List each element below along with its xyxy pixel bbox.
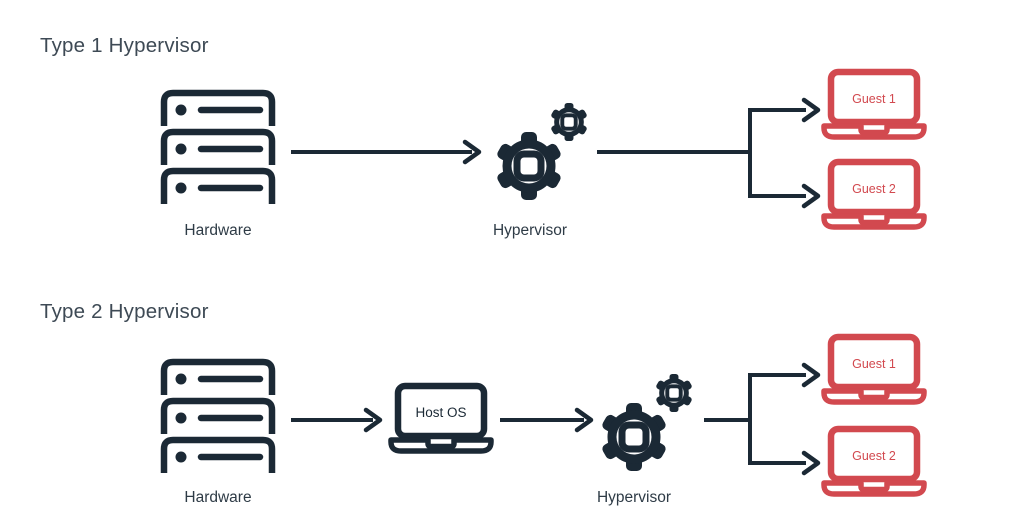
- hypervisor-label: Hypervisor: [597, 489, 671, 506]
- hypervisor-gears-icon: [601, 374, 693, 471]
- arrow-hostos-to-hypervisor: [500, 410, 591, 430]
- branch-connector: [704, 365, 818, 473]
- type1-section: Type 1 Hypervisor Hardware Hypervisor: [40, 34, 924, 239]
- hypervisor-gears-icon: [496, 103, 588, 200]
- branch-connector: [597, 100, 818, 206]
- server-stack-icon: [164, 93, 272, 204]
- server-stack-icon: [164, 362, 272, 473]
- guest1-label: Guest 1: [852, 357, 896, 371]
- arrow-hardware-to-hostos: [291, 410, 380, 430]
- arrow-hardware-to-hypervisor: [291, 142, 479, 162]
- hypervisor-label: Hypervisor: [493, 222, 567, 239]
- guest2-label: Guest 2: [852, 182, 896, 196]
- hardware-label: Hardware: [184, 222, 251, 239]
- guest1-label: Guest 1: [852, 92, 896, 106]
- hardware-label: Hardware: [184, 489, 251, 506]
- type2-section: Type 2 Hypervisor Hardware Host OS Hyper…: [40, 300, 924, 506]
- type1-title: Type 1 Hypervisor: [40, 34, 209, 57]
- hostos-label: Host OS: [415, 405, 466, 420]
- guest2-label: Guest 2: [852, 449, 896, 463]
- type2-title: Type 2 Hypervisor: [40, 300, 209, 323]
